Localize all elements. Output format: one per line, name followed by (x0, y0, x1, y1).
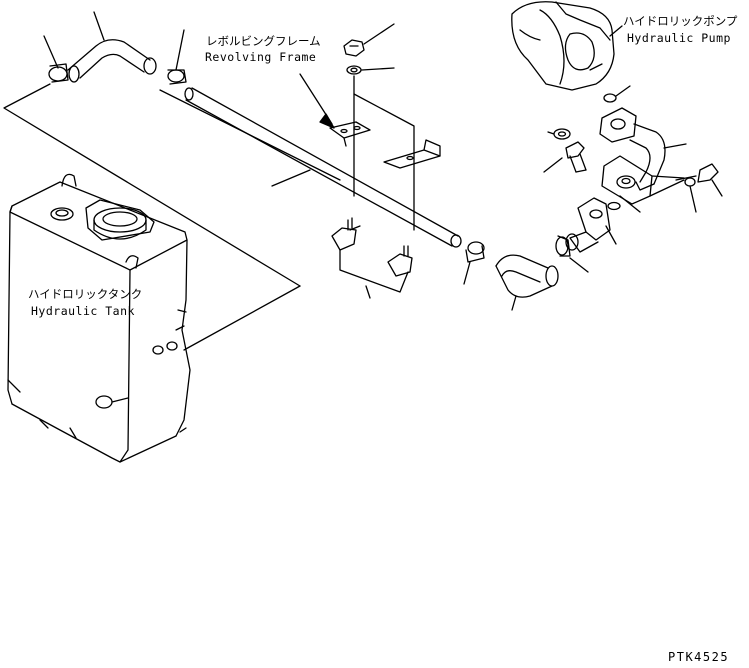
frame-brackets (330, 24, 440, 298)
pump-elbow-assembly (600, 108, 722, 212)
lower-hose-assembly (464, 236, 588, 310)
frame-pointer-arrow (300, 74, 334, 128)
flange-adaptor (566, 198, 616, 252)
hydraulic-pump (512, 2, 630, 102)
suction-pipe (185, 88, 461, 247)
revolving-frame-label-jp: レボルビングフレーム (206, 34, 321, 48)
upper-hose-assembly (44, 12, 186, 84)
drawing-code: PTK4525 (668, 650, 730, 664)
hydraulic-tank-label-jp: ハイドロリックタンク (28, 287, 143, 301)
pump-bolts (544, 129, 586, 172)
revolving-frame-label: Revolving Frame (205, 50, 317, 64)
hydraulic-tank (8, 174, 190, 462)
hydraulic-pump-label-jp: ハイドロリックポンプ (623, 14, 738, 28)
hydraulic-pump-label: Hydraulic Pump (627, 31, 731, 45)
hydraulic-tank-label: Hydraulic Tank (31, 304, 135, 318)
